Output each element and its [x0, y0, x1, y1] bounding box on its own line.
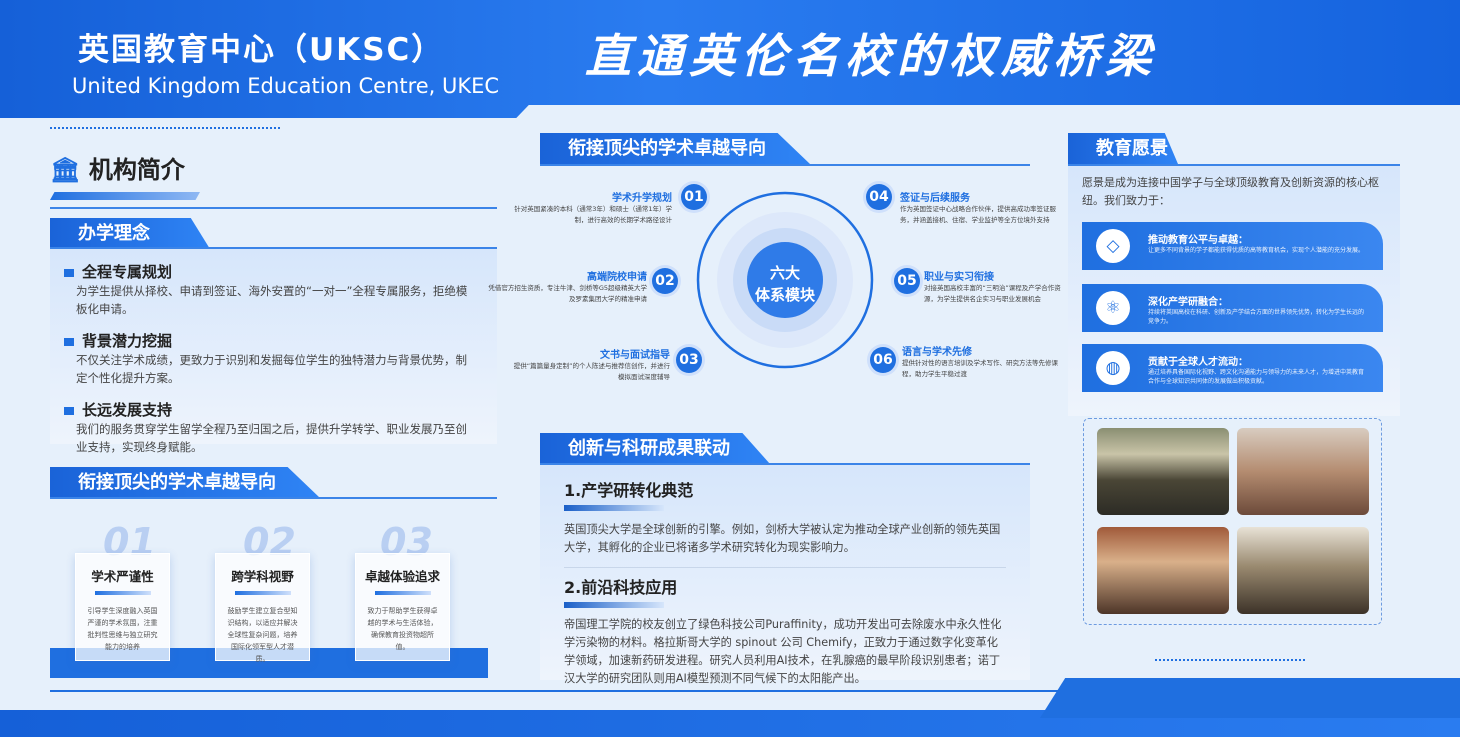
photo-gallery: [1083, 418, 1382, 625]
innovation-heading: 创新与科研成果联动: [540, 433, 770, 464]
module-desc: 凭借官方招生资质，专注牛津、剑桥等G5超级精英大学及罗素集团大学的精准申请: [488, 284, 647, 303]
divider: [540, 463, 1030, 465]
goal-title: 深化产学研融合：: [1148, 297, 1228, 308]
module-desc: 针对英国紧凑的本科（通常3年）和硕士（通常1年）学制，进行高效的长期学术路径设计: [514, 205, 672, 224]
module-title: 语言与学术先修: [902, 347, 972, 358]
vision-goal: ◍ 贡献于全球人才流动：通过培养具备国际化视野、跨文化沟通能力与领导力的未来人才，…: [1082, 344, 1383, 392]
excellence-card: 学术严谨性引导学生深度融入英国严谨的学术氛围，注重批判性思维与独立研究能力的培养: [75, 553, 170, 661]
slogan: 直通英伦名校的权威桥梁: [585, 29, 1157, 83]
item-desc: 不仅关注学术成绩，更致力于识别和发掘每位学生的独特潜力与背景优势，制定个性化提升…: [76, 353, 467, 385]
innovation-title: 2.前沿科技应用: [564, 578, 678, 597]
vision-goal: ◇ 推动教育公平与卓越：让更多不同背景的学子都能获得优质的高等教育机会，实现个人潜…: [1082, 222, 1383, 270]
bank-icon: 🏛: [50, 156, 81, 184]
innovation-panel: 1.产学研转化典范 英国顶尖大学是全球创新的引擎。例如，剑桥大学被认定为推动全球…: [540, 465, 1030, 685]
item-desc: 我们的服务贯穿学生留学全程乃至归国之后，提供升学转学、职业发展乃至创业支持，实现…: [76, 422, 467, 454]
card-desc: 致力于帮助学生获得卓越的学术与生活体验，确保教育投资物超所值。: [367, 607, 438, 651]
item-title: 背景潜力挖掘: [82, 332, 173, 350]
divider: [50, 247, 497, 249]
center-line: 体系模块: [754, 286, 815, 304]
divider: [50, 497, 497, 499]
module-desc: 提供针对性的语言培训及学术写作、研究方法等先修课程，助力学生平稳过渡: [902, 359, 1058, 378]
module-badge: 06: [870, 347, 896, 373]
excellence-card: 跨学科视野鼓励学生建立复合型知识结构，以适应并解决全球性复杂问题，培养国际化领军…: [215, 553, 310, 663]
goal-title: 贡献于全球人才流动：: [1148, 357, 1248, 368]
diamond-icon: ◇: [1096, 229, 1130, 263]
philosophy-item: 全程专属规划为学生提供从择校、申请到签证、海外安置的“一对一”全程专属服务，拒绝…: [64, 261, 477, 318]
title-underline: [564, 505, 664, 511]
bottom-corner: [1040, 678, 1460, 718]
module-title: 文书与面试指导: [600, 350, 670, 361]
module-badge: 05: [894, 268, 920, 294]
atom-icon: ⚛: [1096, 291, 1130, 325]
org-subtitle: United Kingdom Education Centre, UKEC: [72, 74, 500, 98]
item-desc: 为学生提供从择校、申请到签证、海外安置的“一对一”全程专属服务，拒绝模板化申请。: [76, 284, 468, 316]
module-item: 文书与面试指导提供“篇篇量身定制”的个人陈述与推荐信创作，并进行模拟面试深度辅导: [508, 346, 670, 383]
module-item: 高端院校申请凭借官方招生资质，专注牛津、剑桥等G5超级精英大学及罗素集团大学的精…: [485, 268, 647, 305]
innovation-desc: 帝国理工学院的校友创立了绿色科技公司Puraffinity，成功开发出可去除废水…: [564, 618, 1002, 685]
item-title: 长远发展支持: [82, 401, 173, 419]
module-desc: 作为英国签证中心战略合作伙伴，提供高成功率签证服务，并涵盖接机、住宿、学业监护等…: [900, 205, 1056, 224]
center-label: 六大体系模块: [745, 262, 825, 306]
card-title: 卓越体验追求: [364, 569, 440, 584]
philosophy-item: 背景潜力挖掘不仅关注学术成绩，更致力于识别和发掘每位学生的独特潜力与背景优势，制…: [64, 330, 477, 387]
module-title: 职业与实习衔接: [924, 272, 994, 283]
philosophy-heading: 办学理念: [50, 218, 210, 249]
module-item: 学术升学规划针对英国紧凑的本科（通常3年）和硕士（通常1年）学制，进行高效的长期…: [510, 189, 672, 226]
photo-students: [1237, 428, 1369, 515]
vision-heading: 教育愿景: [1068, 133, 1178, 164]
modules-heading: 衔接顶尖的学术卓越导向: [540, 133, 810, 164]
module-title: 签证与后续服务: [900, 193, 970, 204]
vision-intro: 愿景是成为连接中国学子与全球顶级教育及创新资源的核心枢纽。我们致力于：: [1082, 176, 1379, 207]
org-title: 英国教育中心（UKSC）: [78, 32, 445, 68]
innovation-desc: 英国顶尖大学是全球创新的引擎。例如，剑桥大学被认定为推动全球产业创新的领先英国大…: [564, 523, 1001, 554]
excellence-heading: 衔接顶尖的学术卓越导向: [50, 467, 320, 498]
module-badge: 02: [652, 268, 678, 294]
divider: [50, 690, 1100, 692]
philosophy-panel: 全程专属规划为学生提供从择校、申请到签证、海外安置的“一对一”全程专属服务，拒绝…: [50, 249, 497, 454]
vision-goal: ⚛ 深化产学研融合：持续将英国高校在科研、创新及产学结合方面的世界领先优势，转化为…: [1082, 284, 1383, 332]
banner-cut: [500, 105, 1460, 135]
module-item: 语言与学术先修提供针对性的语言培训及学术写作、研究方法等先修课程，助力学生平稳过…: [902, 343, 1062, 380]
divider: [564, 567, 1006, 568]
photo-seminar: [1237, 527, 1369, 614]
card-title: 学术严谨性: [91, 569, 154, 584]
module-item: 职业与实习衔接对接英国高校丰富的“三明治”课程及产学合作资源，为学生提供名企实习…: [924, 268, 1064, 305]
photo-lecture-hall: [1097, 428, 1229, 515]
divider: [1155, 659, 1305, 661]
card-desc: 引导学生深度融入英国严谨的学术氛围，注重批判性思维与独立研究能力的培养: [87, 607, 158, 651]
accent-bar: [50, 192, 200, 200]
goal-title: 推动教育公平与卓越：: [1148, 235, 1248, 246]
title-underline: [564, 602, 664, 608]
goal-desc: 持续将英国高校在科研、创新及产学结合方面的世界领先优势，转化为学生长远的竞争力。: [1148, 309, 1365, 325]
top-banner: [0, 0, 1460, 118]
card-desc: 鼓励学生建立复合型知识结构，以适应并解决全球性复杂问题，培养国际化领军型人才潜质…: [227, 607, 298, 663]
module-desc: 提供“篇篇量身定制”的个人陈述与推荐信创作，并进行模拟面试深度辅导: [513, 362, 670, 381]
module-item: 签证与后续服务作为英国签证中心战略合作伙伴，提供高成功率签证服务，并涵盖接机、住…: [900, 189, 1060, 226]
excellence-card: 卓越体验追求致力于帮助学生获得卓越的学术与生活体验，确保教育投资物超所值。: [355, 553, 450, 661]
section-title-text: 机构简介: [88, 156, 185, 184]
photo-classroom: [1097, 527, 1229, 614]
module-ring: [696, 191, 874, 369]
goal-desc: 通过培养具备国际化视野、跨文化沟通能力与领导力的未来人才，为增进中英教育合作与全…: [1148, 369, 1365, 385]
globe-icon: ◍: [1096, 351, 1130, 385]
section-title: 🏛 机构简介: [50, 150, 185, 185]
center-line: 六大: [769, 264, 800, 282]
goal-desc: 让更多不同背景的学子都能获得优质的高等教育机会，实现个人潜能的充分发展。: [1148, 247, 1365, 254]
divider: [1068, 164, 1400, 166]
divider: [540, 164, 1030, 166]
module-desc: 对接英国高校丰富的“三明治”课程及产学合作资源，为学生提供名企实习与职业发展机会: [924, 284, 1061, 303]
module-title: 高端院校申请: [587, 272, 647, 283]
divider: [50, 207, 497, 209]
module-badge: 01: [681, 184, 707, 210]
innovation-title: 1.产学研转化典范: [564, 481, 694, 500]
philosophy-item: 长远发展支持我们的服务贯穿学生留学全程乃至归国之后，提供升学转学、职业发展乃至创…: [64, 399, 477, 456]
card-title: 跨学科视野: [231, 569, 294, 584]
module-title: 学术升学规划: [612, 193, 672, 204]
module-badge: 04: [866, 184, 892, 210]
item-title: 全程专属规划: [82, 263, 173, 281]
module-badge: 03: [676, 347, 702, 373]
divider: [50, 127, 280, 129]
